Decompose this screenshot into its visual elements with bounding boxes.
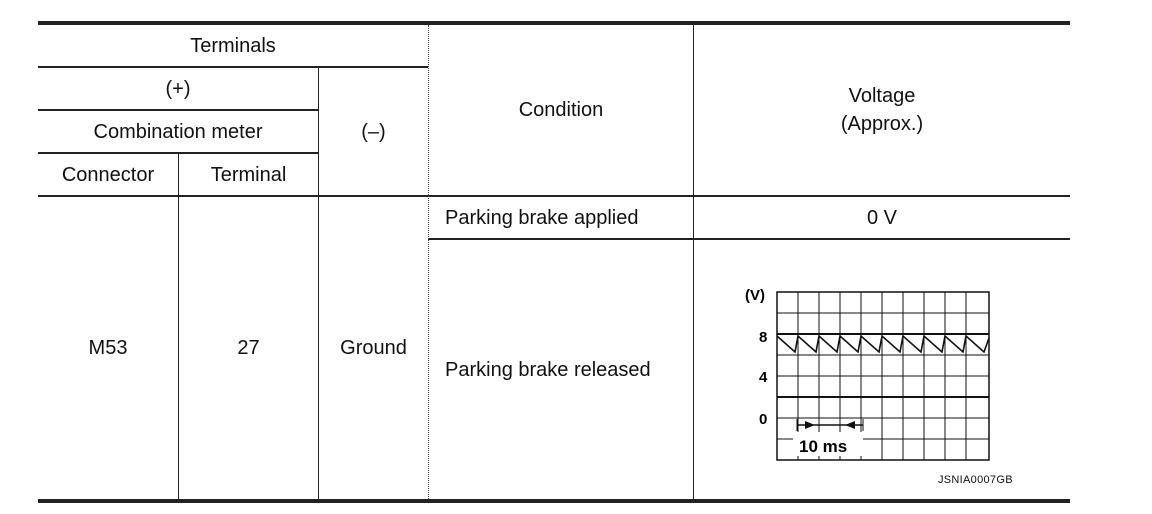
header-terminals: Terminals [190,34,276,57]
cell-terminal: 27 [237,337,260,359]
waveform-time-label: 10 ms [799,437,847,456]
waveform-y-label-0: 0 [759,411,767,428]
header-voltage: Voltage (Approx.) [694,25,1070,195]
figure-reference-code: JSNIA0007GB [938,474,1013,486]
cell-connector: M53 [88,337,128,359]
table-top-rule [38,21,1070,25]
cell-voltage-applied: 0 V [866,206,898,229]
header-condition: Condition [518,99,604,121]
header-voltage-line2: (Approx.) [840,113,924,135]
header-plus: (+) [165,77,191,100]
cell-ground: Ground [340,337,407,359]
table-bottom-rule [38,499,1070,503]
header-terminal: Terminal [210,163,287,186]
cell-condition-applied: Parking brake applied [445,206,639,229]
waveform-y-label-4: 4 [759,369,768,386]
divider [178,152,179,499]
header-minus: (–) [361,120,386,143]
header-connector: Connector [61,163,155,186]
divider [318,66,319,499]
divider [38,109,318,111]
waveform-unit-label: (V) [745,287,765,304]
header-combination-meter: Combination meter [93,120,263,143]
header-voltage-line1: Voltage [848,85,916,107]
divider [38,66,428,68]
divider [38,195,1070,197]
waveform-y-label-8: 8 [759,329,767,346]
waveform-figure: (V) 8 4 0 10 ms [735,280,995,475]
waveform-graph: (V) 8 4 0 10 ms [745,287,990,461]
divider [428,238,1070,240]
divider [428,25,429,499]
cell-condition-released: Parking brake released [445,358,651,381]
divider [693,25,694,499]
